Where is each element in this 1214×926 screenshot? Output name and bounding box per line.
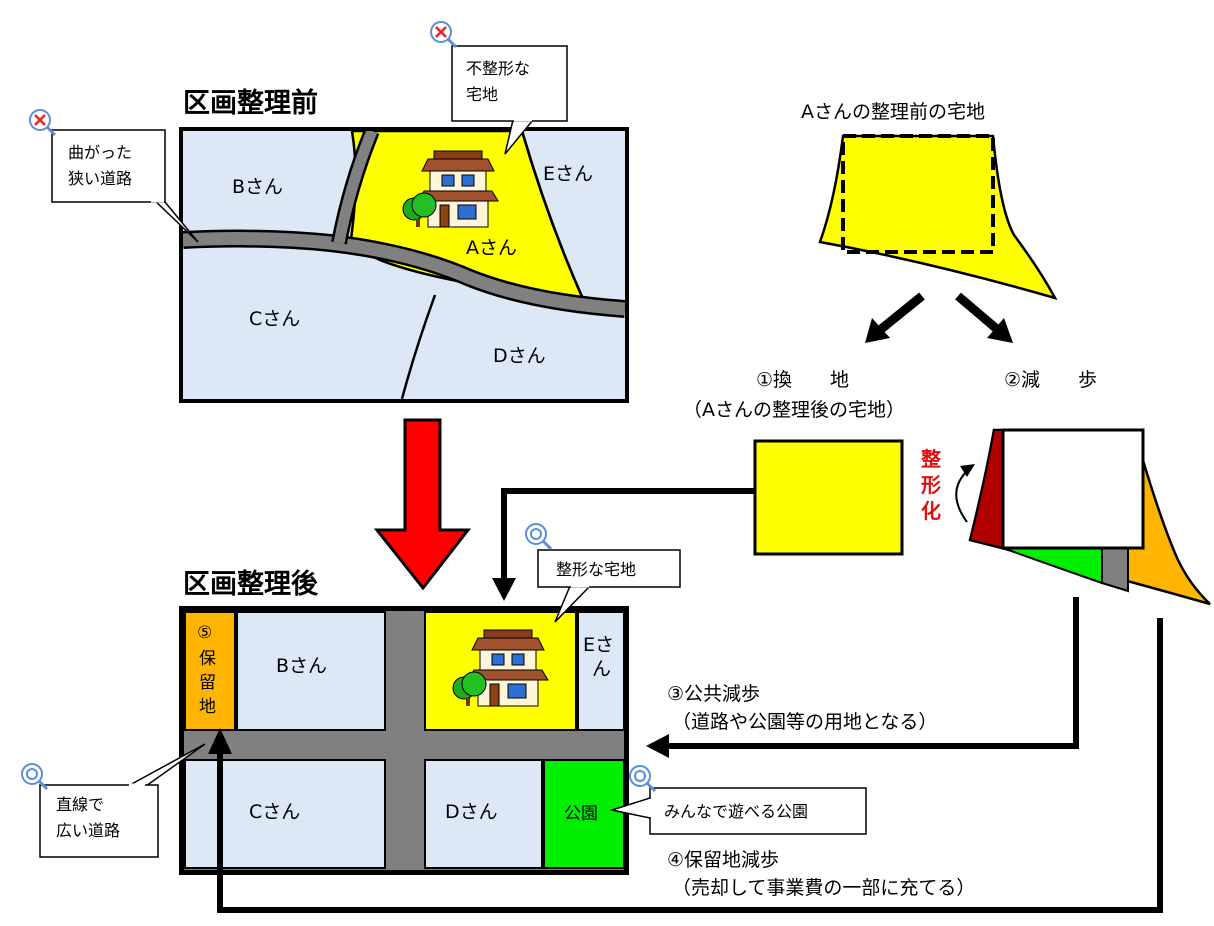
reserve-reduction-sub: （売却して事業費の一部に充てる） — [672, 877, 975, 899]
after-lot-b: Bさん — [276, 655, 327, 677]
genbu-shape — [968, 428, 1211, 606]
callout-regular-lot: 整形な宅地 — [537, 549, 681, 623]
red-down-arrow — [373, 418, 472, 591]
a-before-lot-shape — [818, 134, 1058, 301]
after-lot-d: Dさん — [445, 801, 498, 823]
connector-reserve-reduction — [208, 618, 1163, 913]
good-mark-icon — [629, 765, 657, 793]
genbu-label: ②減 歩 — [1004, 369, 1097, 391]
callout-straight-road: 直線で 広い道路 — [39, 743, 206, 858]
svg-text:整: 整 — [920, 447, 941, 471]
before-lot-b: Bさん — [232, 176, 283, 198]
svg-text:直線で: 直線で — [56, 795, 104, 814]
split-arrows — [865, 292, 1013, 343]
park-label: 公園 — [564, 804, 598, 824]
after-lot-e-2: ん — [592, 658, 611, 680]
a-before-title: Aさんの整理前の宅地 — [801, 101, 985, 123]
kanchi-sublabel: （Aさんの整理後の宅地） — [683, 399, 905, 421]
rotate-arrow-icon — [955, 464, 975, 523]
svg-text:狭い道路: 狭い道路 — [68, 169, 132, 188]
bad-mark-icon — [29, 109, 57, 137]
svg-text:曲がった: 曲がった — [68, 143, 132, 162]
svg-text:広い道路: 広い道路 — [56, 821, 120, 840]
bad-mark-icon — [430, 21, 458, 49]
svg-text:留: 留 — [199, 673, 216, 693]
svg-text:宅地: 宅地 — [466, 85, 498, 104]
after-title: 区画整理後 — [183, 569, 319, 600]
svg-text:保: 保 — [199, 649, 216, 669]
good-mark-icon — [525, 523, 553, 551]
before-title: 区画整理前 — [183, 87, 318, 119]
public-reduction-title: ③公共減歩 — [667, 683, 760, 705]
svg-text:地: 地 — [199, 697, 216, 717]
good-mark-icon — [21, 763, 49, 791]
svg-text:整形な宅地: 整形な宅地 — [556, 560, 636, 579]
reserve-land-label: ⑤ 保 留 地 — [197, 623, 216, 717]
svg-text:みんなで遊べる公園: みんなで遊べる公園 — [664, 802, 808, 821]
before-map — [179, 127, 629, 403]
callout-park: みんなで遊べる公園 — [609, 787, 867, 835]
svg-text:不整形な: 不整形な — [466, 59, 530, 78]
kanchi-label: ①換 地 — [756, 369, 849, 391]
connector-public-reduction — [646, 597, 1079, 758]
after-lot-e: Eさ — [583, 634, 614, 656]
before-lot-e: Eさん — [543, 163, 593, 185]
before-lot-d: Dさん — [493, 345, 546, 367]
callout-irregular-lot: 不整形な 宅地 — [451, 45, 568, 155]
seikei-label: 整 形 化 — [920, 447, 941, 523]
public-reduction-sub: （道路や公園等の用地となる） — [672, 711, 937, 733]
connector-kanchi-to-lot — [492, 488, 755, 601]
after-lot-c: Cさん — [249, 801, 300, 823]
before-lot-a: Aさん — [466, 237, 517, 259]
after-map — [179, 606, 629, 875]
kanchi-lot — [753, 439, 904, 556]
svg-text:化: 化 — [921, 499, 941, 523]
svg-text:形: 形 — [921, 473, 941, 497]
reserve-reduction-title: ④保留地減歩 — [667, 849, 779, 871]
before-lot-c: Cさん — [249, 308, 300, 330]
callout-curved-road: 曲がった 狭い道路 — [51, 129, 199, 243]
svg-text:⑤: ⑤ — [197, 623, 212, 643]
